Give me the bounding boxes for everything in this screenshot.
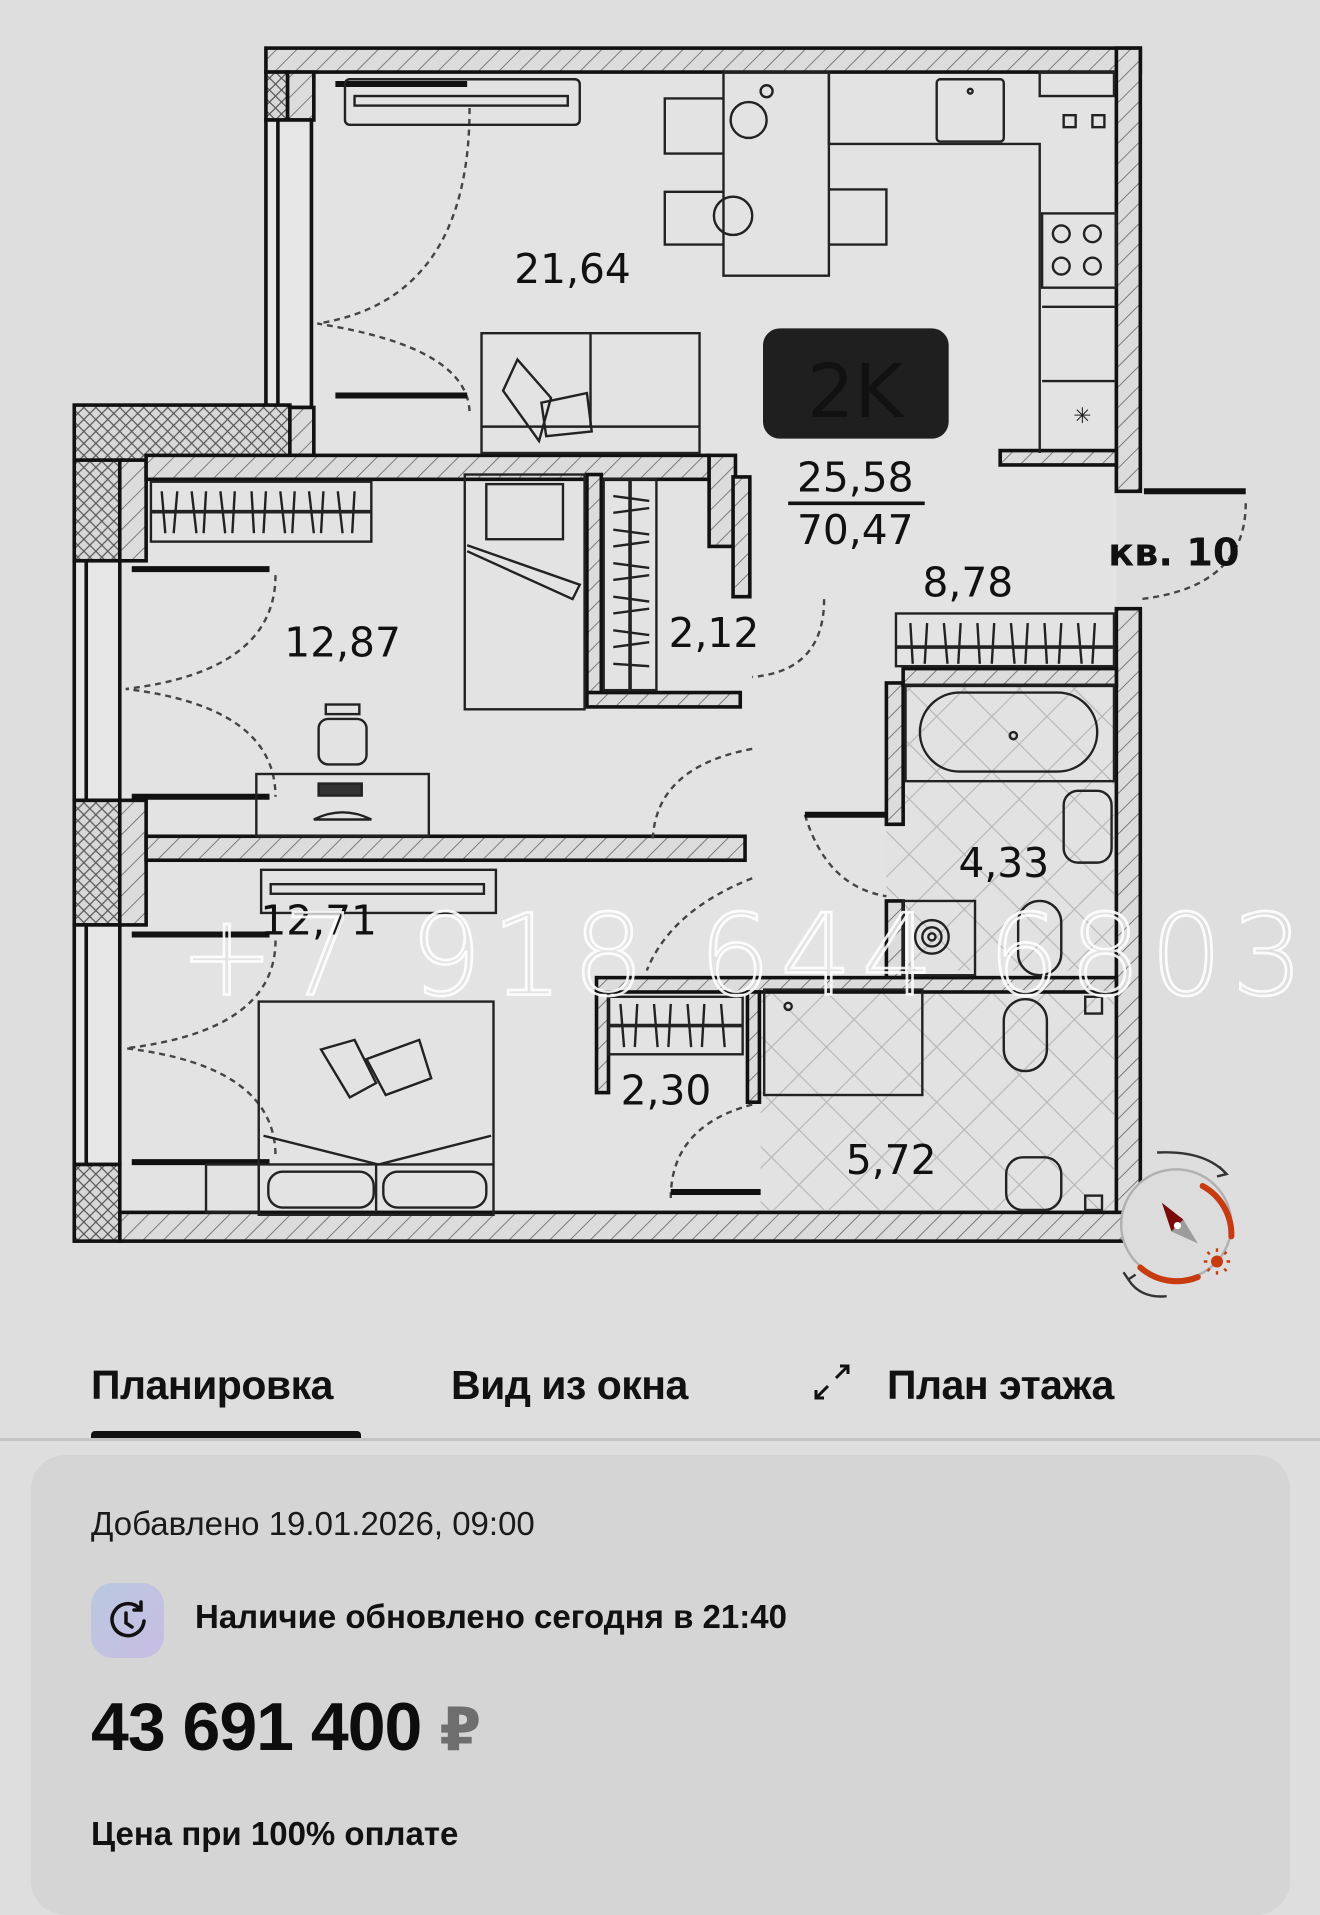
svg-text:✳: ✳ (1073, 403, 1091, 428)
room-areas: 21,64 12,87 2,12 8,78 4,33 12,71 2,30 5,… (260, 245, 1239, 1184)
floor-area (119, 72, 1117, 1210)
active-tab-indicator (91, 1431, 361, 1438)
room-area-bedroom-2: 12,71 (260, 896, 377, 944)
view-tabs: Планировка Вид из окна План этажа (0, 1340, 1320, 1441)
tab-window-view[interactable]: Вид из окна (451, 1362, 688, 1408)
availability-icon-badge (91, 1583, 164, 1658)
added-date: Добавлено 19.01.2026, 09:00 (91, 1505, 535, 1542)
room-area-bathroom-2: 5,72 (846, 1136, 937, 1184)
room-area-bedroom-1: 12,87 (284, 619, 401, 667)
compass-icon[interactable] (1119, 1151, 1235, 1298)
currency-symbol: ₽ (439, 1696, 482, 1763)
room-area-bathroom-1: 4,33 (958, 839, 1049, 887)
room-area-hallway: 8,78 (923, 559, 1014, 607)
area-summary: 25,58 70,47 (788, 453, 925, 554)
floor-plan[interactable]: ✳ (0, 0, 1320, 1318)
tab-floor-plan[interactable]: План этажа (887, 1362, 1114, 1408)
listing-info-card: Добавлено 19.01.2026, 09:00 Наличие обно… (31, 1455, 1290, 1915)
apartment-number: кв. 10 (1108, 531, 1240, 576)
room-area-wardrobe-1: 2,12 (669, 609, 760, 657)
phone-watermark: +7 918 644 6803 (180, 889, 1313, 1021)
price-note: Цена при 100% оплате (91, 1815, 459, 1852)
interior-walls (144, 448, 1119, 1104)
price-row: 43 691 400 ₽ (91, 1688, 481, 1766)
door-openings (131, 81, 1246, 1196)
clock-refresh-icon (109, 1599, 146, 1637)
room-area-wardrobe-2: 2,30 (621, 1067, 712, 1115)
room-area-kitchen-living: 21,64 (514, 245, 631, 293)
availability-status: Наличие обновлено сегодня в 21:40 (195, 1598, 787, 1635)
room-type-text: 2K (807, 348, 905, 435)
expand-icon[interactable] (810, 1360, 854, 1404)
total-area: 70,47 (797, 506, 914, 554)
door-swings (125, 108, 1247, 1199)
living-area: 25,58 (797, 453, 914, 501)
tab-layout[interactable]: Планировка (91, 1362, 333, 1408)
price-value: 43 691 400 (91, 1689, 422, 1765)
furniture: ✳ (149, 70, 1118, 1216)
room-type-badge: 2K (763, 328, 949, 439)
